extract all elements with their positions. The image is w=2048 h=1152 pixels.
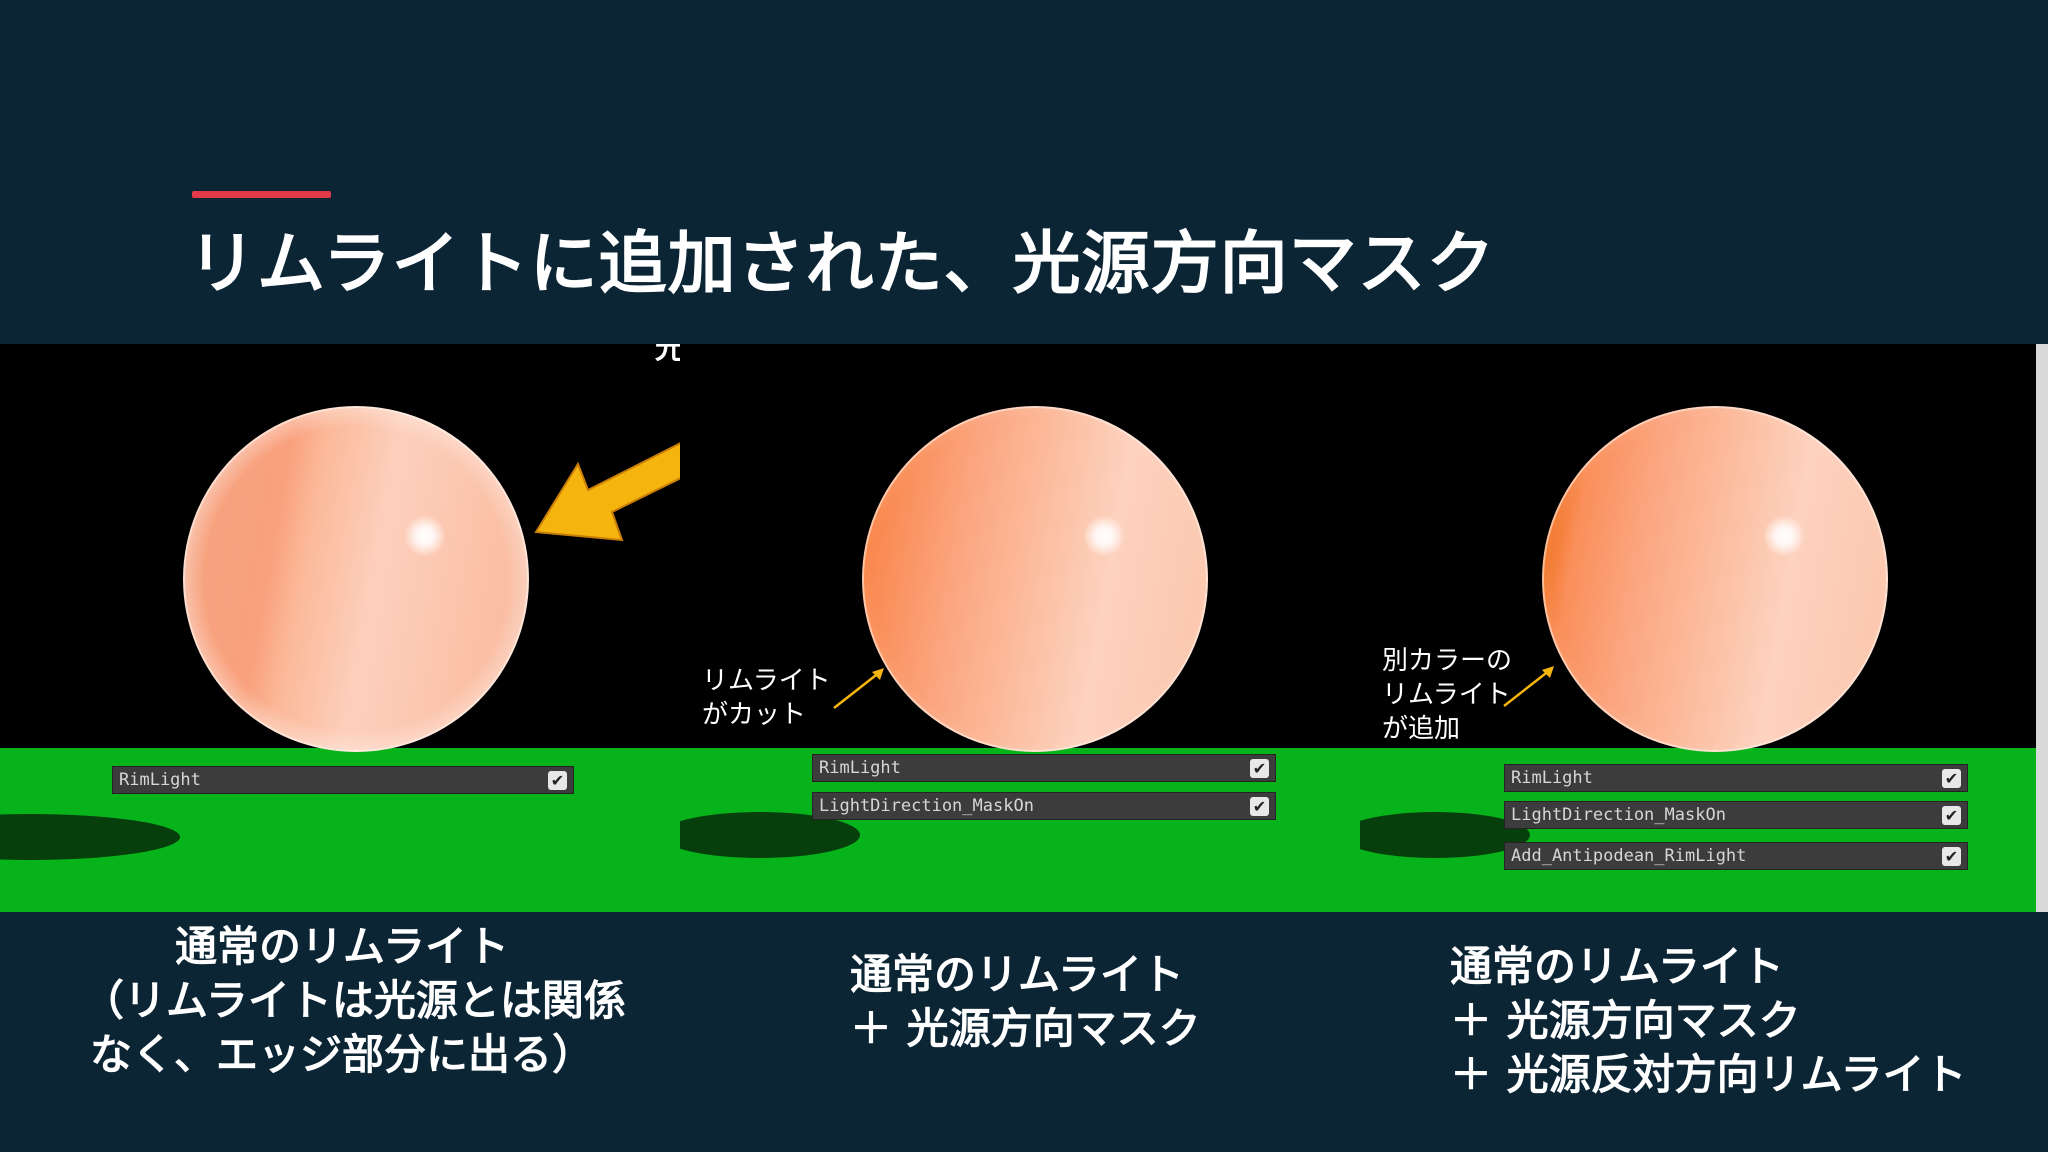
sphere-shadow (1360, 812, 1530, 858)
toggle-antipodean-rimlight[interactable]: Add_Antipodean_RimLight ✔ (1504, 842, 1968, 870)
toggle-label: Add_Antipodean_RimLight (1511, 846, 1747, 866)
render-panel-normal-rimlight: 光源方向 RimLight ✔ (0, 344, 680, 912)
sphere (862, 406, 1208, 752)
toggle-rimlight[interactable]: RimLight ✔ (1504, 764, 1968, 792)
page-title: リムライトに追加された、光源方向マスク (188, 225, 1496, 304)
checkbox-checked-icon[interactable]: ✔ (1942, 847, 1961, 866)
caption-normal-rimlight: 通常のリムライト （リムライトは光源とは関係 なく、エッジ部分に出る） (82, 922, 626, 1079)
toggle-light-direction-mask[interactable]: LightDirection_MaskOn ✔ (1504, 801, 1968, 829)
checkbox-checked-icon[interactable]: ✔ (1942, 769, 1961, 788)
checkbox-checked-icon[interactable]: ✔ (1250, 759, 1269, 778)
caption-light-direction-mask: 通常のリムライト ＋ 光源方向マスク (850, 950, 1201, 1053)
toggle-label: RimLight (819, 758, 901, 778)
toggle-label: LightDirection_MaskOn (819, 796, 1034, 816)
arrow-left-down-icon (534, 442, 680, 542)
render-panel-light-direction-mask: リムライト がカット RimLight ✔ LightDirection_Mas… (680, 344, 1360, 912)
toggle-label: LightDirection_MaskOn (1511, 805, 1726, 825)
checkbox-checked-icon[interactable]: ✔ (1942, 806, 1961, 825)
toggle-label: RimLight (1511, 768, 1593, 788)
title-accent-bar (192, 191, 331, 198)
annotation-arrow-icon (1503, 666, 1554, 707)
toggle-rimlight[interactable]: RimLight ✔ (812, 754, 1276, 782)
light-direction-label: 光源方向 (655, 344, 680, 366)
rimlight-cut-label: リムライト がカット (702, 666, 831, 730)
checkbox-checked-icon[interactable]: ✔ (1250, 797, 1269, 816)
annotation-arrow-icon (833, 668, 884, 709)
sphere (183, 406, 529, 752)
render-panel-antipodean-rimlight: 別カラーの リムライト が追加 RimLight ✔ LightDirectio… (1360, 344, 2036, 912)
checkbox-checked-icon[interactable]: ✔ (548, 771, 567, 790)
toggle-rimlight[interactable]: RimLight ✔ (112, 766, 574, 794)
sphere (1542, 406, 1888, 752)
extra-rimlight-label: 別カラーの リムライト が追加 (1382, 646, 1513, 744)
caption-antipodean-rimlight: 通常のリムライト ＋ 光源方向マスク ＋ 光源反対方向リムライト (1450, 942, 1967, 1099)
toggle-label: RimLight (119, 770, 201, 790)
window-edge (2036, 344, 2048, 912)
toggle-light-direction-mask[interactable]: LightDirection_MaskOn ✔ (812, 792, 1276, 820)
